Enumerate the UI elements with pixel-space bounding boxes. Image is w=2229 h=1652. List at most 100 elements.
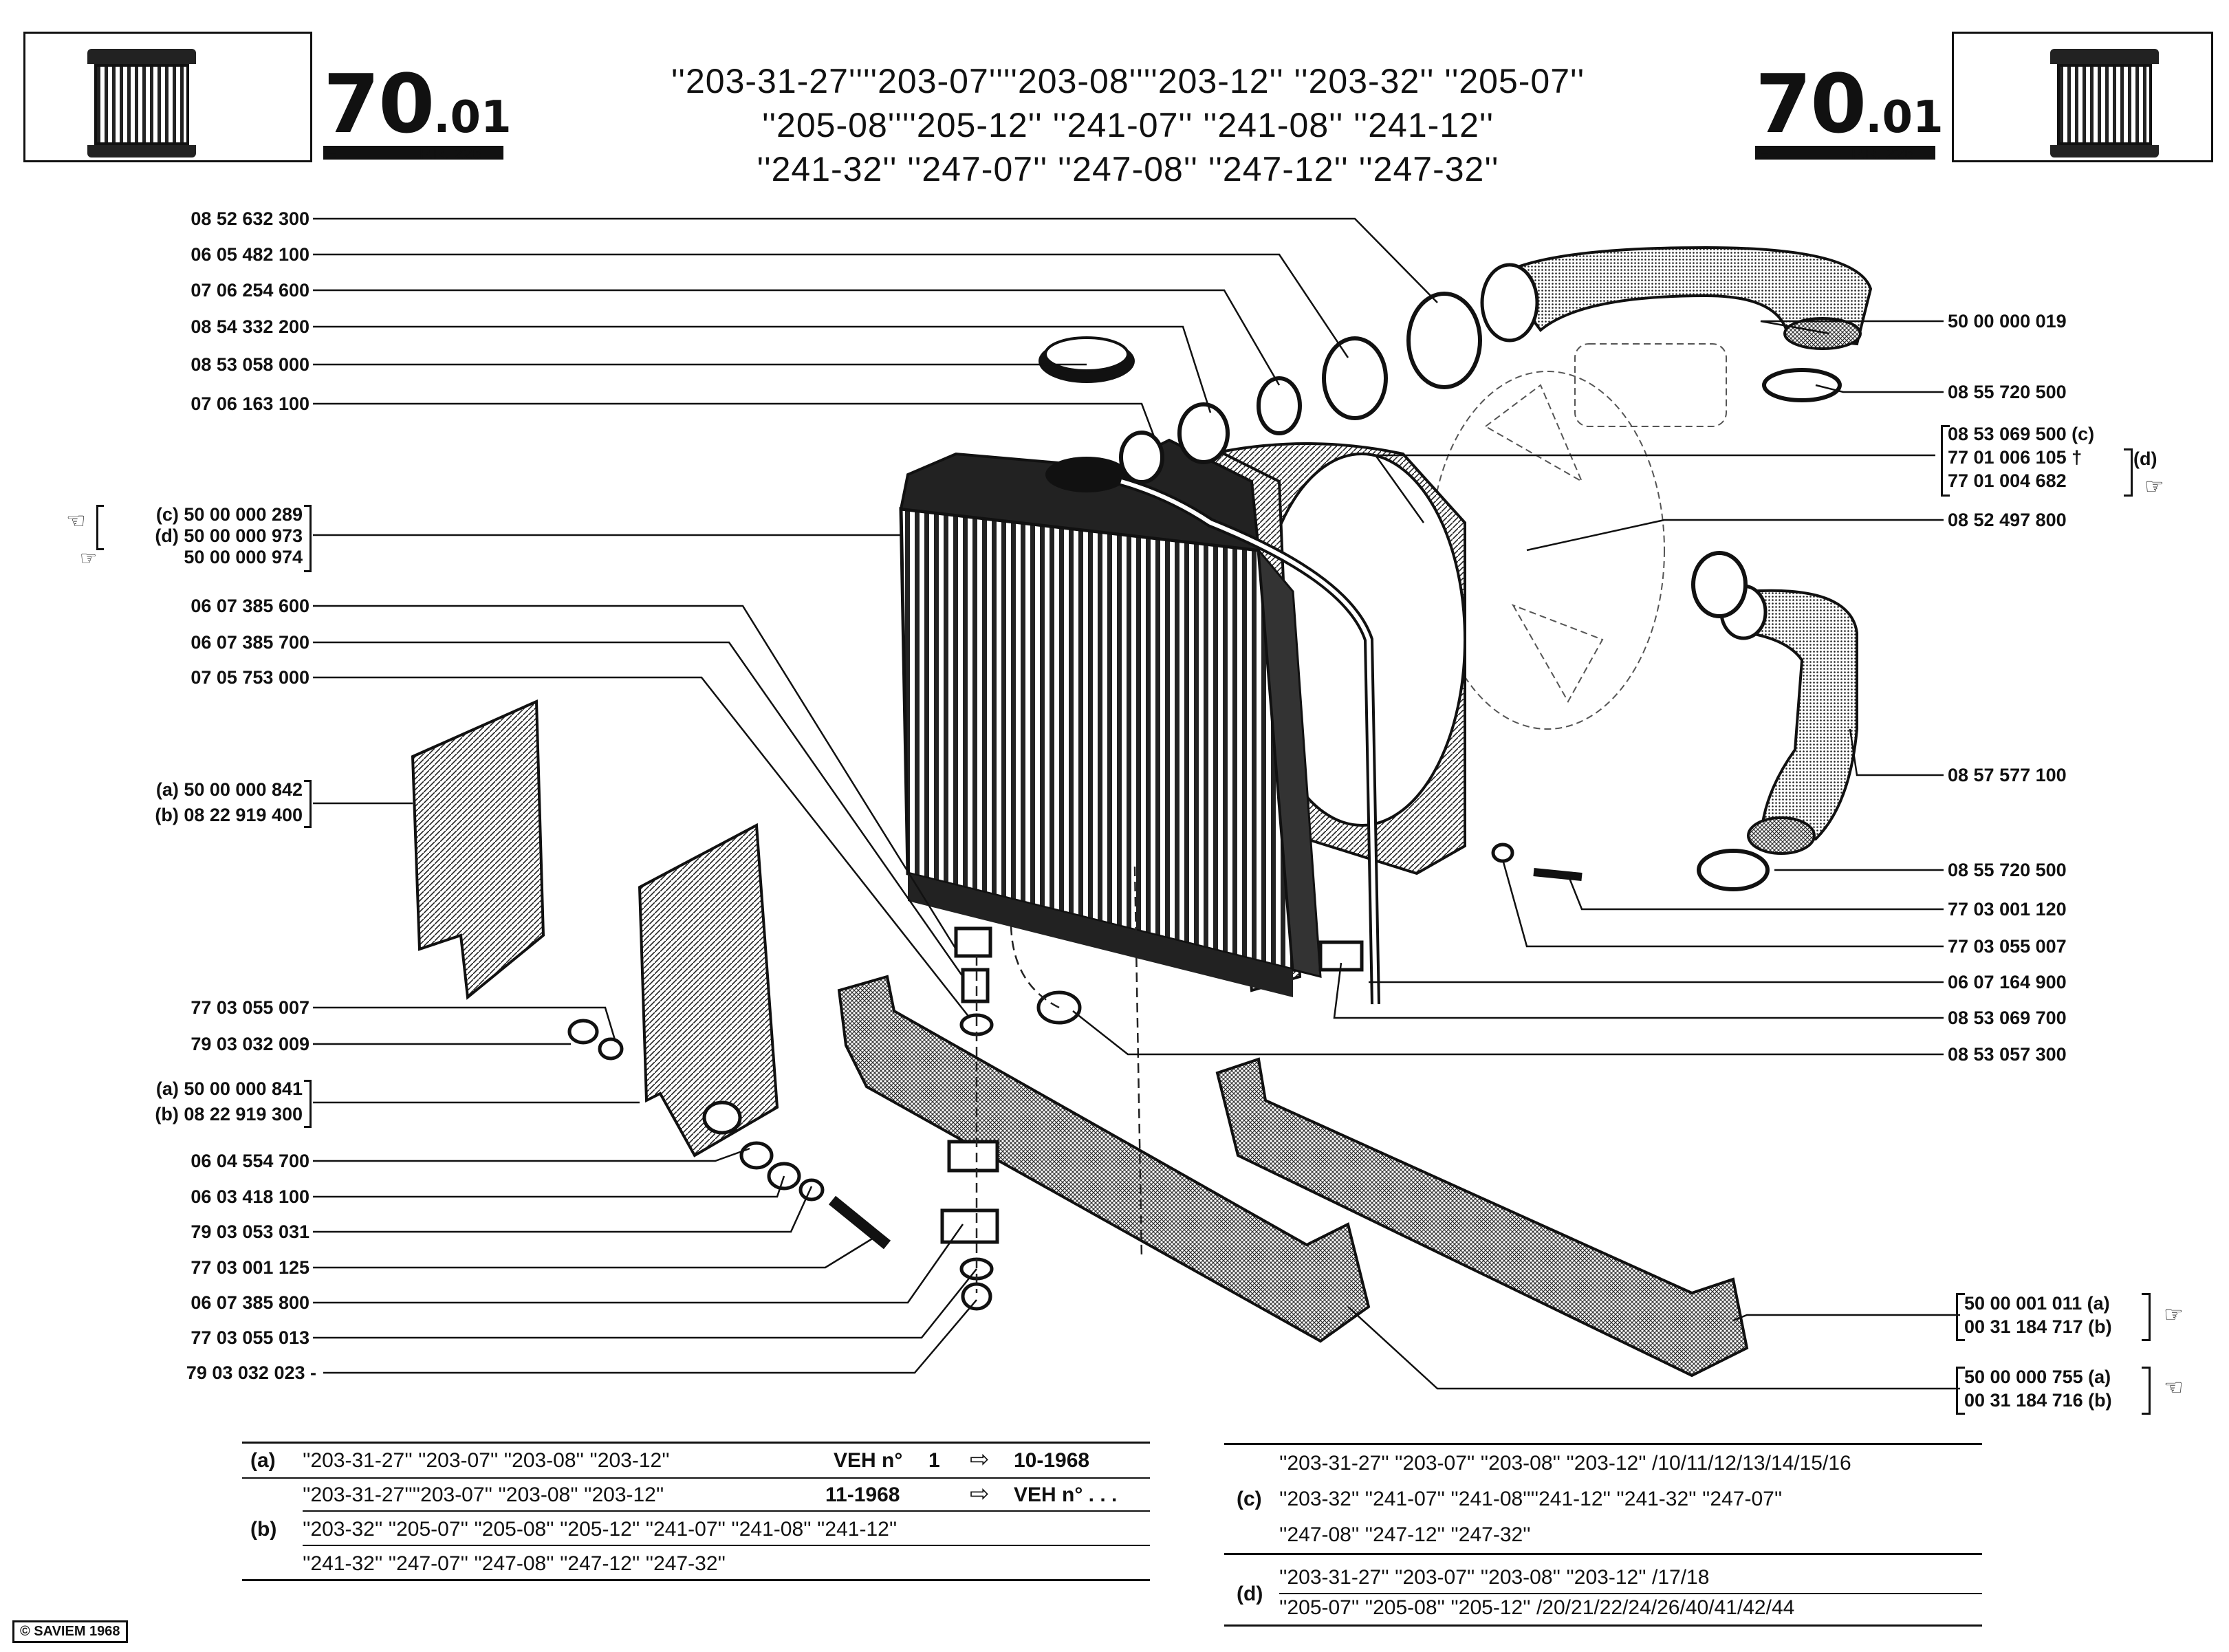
part-label: 08 55 720 500 [1948, 382, 2067, 402]
bracket-icon [2142, 1293, 2151, 1341]
part-label: 77 03 055 007 [1948, 936, 2067, 957]
part-label: 07 06 254 600 [191, 280, 309, 301]
part-label: 77 03 001 125 [191, 1257, 309, 1278]
part-label: (a) 50 00 000 842 [155, 779, 303, 800]
leader-line [313, 253, 1349, 358]
table-models: ''203-32'' ''205-07'' ''205-08'' ''205-1… [303, 1518, 898, 1541]
part-label: 06 07 385 800 [191, 1292, 309, 1313]
bracket-icon [1956, 1367, 1965, 1415]
header-line-2: ''205-08''''205-12'' ''241-07'' ''241-08… [761, 106, 1494, 144]
plate-lang: E [1758, 144, 1770, 163]
part-label: 06 05 482 100 [191, 244, 309, 265]
plate-dot: . [433, 92, 450, 143]
bracket-icon [304, 780, 312, 828]
top-hose [1480, 246, 1873, 350]
arrow-icon: ⇨ [970, 1481, 990, 1507]
table-tag: (a) [250, 1450, 276, 1472]
pointing-hand-icon: ☜ [2164, 1375, 2184, 1400]
bracket-icon [304, 1080, 312, 1128]
leader-line [1072, 1010, 1944, 1056]
bracket-icon [1956, 1293, 1965, 1341]
part-label: 06 03 418 100 [191, 1186, 309, 1207]
table-from: 1 [928, 1450, 940, 1472]
arrow-icon: ⇨ [970, 1446, 990, 1472]
part-label: (a) 50 00 000 841 [155, 1078, 303, 1099]
part-label: (d) 50 00 000 973 [155, 525, 303, 546]
leader-line [313, 1237, 874, 1269]
part-label: 08 52 497 800 [1948, 510, 2067, 530]
leader-line [313, 1186, 813, 1233]
table-rule [242, 1579, 1150, 1581]
part-label: (c) 50 00 000 289 [155, 504, 303, 525]
table-models: ''241-32'' ''247-07'' ''247-08'' ''247-1… [303, 1552, 726, 1575]
part-label: 08 53 069 700 [1948, 1008, 2067, 1028]
leader-line [313, 1147, 750, 1162]
table-tag: (d) [1237, 1583, 1263, 1605]
leader-line [313, 641, 964, 977]
leader-line [313, 325, 1212, 413]
part-label: 77 03 001 120 [1948, 899, 2067, 920]
copyright: © SAVIEM 1968 [12, 1620, 128, 1643]
part-label: 07 05 753 000 [191, 667, 309, 688]
part-label: 08 57 577 100 [1948, 765, 2067, 785]
plate-dot: . [1865, 92, 1882, 143]
table-tag: (c) [1237, 1488, 1262, 1510]
table-rule [1279, 1593, 1982, 1594]
plate-sub: 01 [1882, 92, 1944, 143]
pointing-hand-icon: ☞ [2164, 1302, 2184, 1327]
leader-line [313, 402, 1157, 441]
leader-line [313, 605, 957, 950]
part-label: 77 03 055 013 [191, 1327, 309, 1348]
table-veh: VEH n° [834, 1450, 902, 1472]
plate-bar [323, 146, 503, 160]
plate-bar [1755, 146, 1935, 160]
tag-b: (b) [250, 1518, 277, 1541]
bottom-hose [1691, 551, 1858, 891]
table-rule [242, 1477, 1150, 1479]
bracket-icon [1941, 425, 1950, 497]
tag-a: (a) [250, 1449, 276, 1472]
table-models: ''203-32'' ''241-07'' ''241-08''''241-12… [1279, 1488, 1783, 1510]
tag-c: (c) [1237, 1488, 1262, 1510]
leader-line [1567, 874, 1944, 911]
header-line-3: ''241-32'' ''247-07'' ''247-08'' ''247-1… [757, 150, 1499, 188]
table-from: 11-1968 [825, 1484, 900, 1506]
table-models: ''203-31-27'' ''203-07'' ''203-08'' ''20… [1279, 1452, 1851, 1475]
part-label: 07 06 163 100 [191, 393, 309, 414]
part-label: 77 03 055 007 [191, 997, 309, 1018]
leader-line [1815, 384, 1944, 393]
part-label: 79 03 032 009 [191, 1034, 309, 1054]
pointing-hand-icon: ☞ [80, 547, 98, 569]
leader-line [1760, 320, 1944, 335]
part-label: 08 52 632 300 [191, 208, 309, 229]
part-label: 79 03 053 031 [191, 1221, 309, 1242]
leader-line [313, 289, 1281, 386]
veh-label: VEH n° [834, 1449, 903, 1472]
leader-line [1732, 1314, 1960, 1322]
part-label: 06 07 385 700 [191, 632, 309, 653]
leader-line [1526, 519, 1944, 552]
radiator-thumbnail-left [23, 32, 312, 162]
bracket-icon [2142, 1367, 2151, 1415]
bracket-icon [304, 505, 312, 572]
radiator-icon [2050, 49, 2159, 157]
part-label: 08 53 057 300 [1948, 1044, 2067, 1065]
plate-lang: E [326, 144, 338, 163]
leader-line [313, 1268, 977, 1339]
part-label: 50 00 000 974 [184, 547, 303, 567]
part-label: 08 54 332 200 [191, 316, 309, 337]
part-label: 06 07 385 600 [191, 596, 309, 616]
plate-number-right: 70.01 E P.R. 226 [1755, 63, 1944, 166]
table-rule [1224, 1443, 1982, 1445]
table-rule [1224, 1553, 1982, 1555]
radiator-icon [87, 49, 196, 157]
part-label: 50 00 001 011 (a) [1964, 1293, 2110, 1314]
part-label: 50 00 000 019 [1948, 311, 2067, 332]
table-models: ''203-31-27'' ''203-07'' ''203-08'' ''20… [303, 1449, 670, 1472]
leader-line [313, 1175, 785, 1198]
part-label: 00 31 184 716 (b) [1964, 1390, 2112, 1411]
radiator-thumbnail-right [1952, 32, 2213, 162]
plate-ref: P.R. 226 [1851, 144, 1914, 163]
table-models: ''205-07'' ''205-08'' ''205-12'' /20/21/… [1279, 1596, 1795, 1619]
plate-ref: P.R. 226 [420, 144, 482, 163]
